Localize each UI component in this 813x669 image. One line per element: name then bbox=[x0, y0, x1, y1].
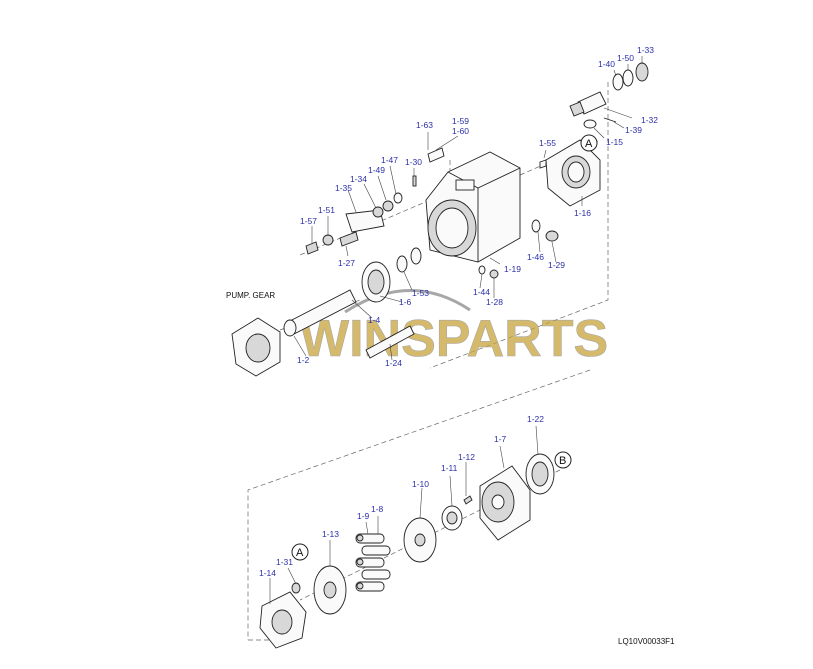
part-ring-1-46 bbox=[531, 219, 541, 233]
label-1-27: 1-27 bbox=[338, 258, 355, 268]
part-pin-1-12 bbox=[463, 495, 473, 505]
label-1-51: 1-51 bbox=[318, 205, 335, 215]
reference-callout-a-top: A bbox=[580, 134, 598, 152]
label-1-11: 1-11 bbox=[441, 463, 458, 473]
part-ring-1-53 bbox=[396, 255, 408, 273]
part-retainer-1-10 bbox=[403, 517, 437, 563]
part-pin-1-39 bbox=[603, 117, 617, 123]
part-bolt-1-27 bbox=[339, 231, 359, 247]
label-1-31: 1-31 bbox=[276, 557, 293, 567]
part-bolt-1-57 bbox=[305, 241, 319, 255]
label-1-53: 1-53 bbox=[412, 288, 429, 298]
watermark-text: WINSPARTS bbox=[300, 310, 608, 368]
label-1-24: 1-24 bbox=[385, 358, 402, 368]
label-1-55: 1-55 bbox=[539, 138, 556, 148]
label-1-16: 1-16 bbox=[574, 208, 591, 218]
part-1-31 bbox=[291, 582, 301, 594]
label-1-46: 1-46 bbox=[527, 252, 544, 262]
part-1-51 bbox=[322, 234, 334, 246]
label-1-32: 1-32 bbox=[641, 115, 658, 125]
label-1-50: 1-50 bbox=[617, 53, 634, 63]
part-labels: 1-33 1-50 1-40 1-32 1-39 1-15 1-55 1-16 … bbox=[259, 45, 658, 578]
part-plug-1-29 bbox=[545, 230, 559, 242]
label-1-19: 1-19 bbox=[504, 264, 521, 274]
part-shaft-1-4 bbox=[283, 289, 357, 337]
label-1-6: 1-6 bbox=[399, 297, 412, 307]
part-1-22 bbox=[525, 453, 555, 495]
part-bearing-1-6 bbox=[361, 261, 391, 303]
part-cylinder-1-7 bbox=[479, 465, 531, 541]
part-1-55 bbox=[539, 159, 547, 169]
label-1-13: 1-13 bbox=[322, 529, 339, 539]
part-ring-1-47 bbox=[393, 192, 403, 204]
lower-assembly bbox=[259, 453, 555, 649]
label-1-49: 1-49 bbox=[368, 165, 385, 175]
part-1-34 bbox=[372, 206, 384, 218]
part-ring-1-40 bbox=[612, 73, 624, 91]
part-housing-1-19 bbox=[425, 151, 521, 263]
part-ring-1-53b bbox=[410, 247, 422, 265]
reference-callout-a-bottom: A bbox=[291, 543, 309, 561]
label-1-4: 1-4 bbox=[368, 315, 381, 325]
label-1-12: 1-12 bbox=[458, 452, 475, 462]
part-1-30 bbox=[412, 175, 417, 187]
label-1-40: 1-40 bbox=[598, 59, 615, 69]
label-1-39: 1-39 bbox=[625, 125, 642, 135]
part-cover-1-16 bbox=[545, 139, 601, 207]
part-1-15 bbox=[583, 119, 597, 129]
ref-a-top-text: A bbox=[585, 138, 593, 150]
part-pistons-1-8 bbox=[355, 533, 391, 592]
part-pump-gear-1-2 bbox=[231, 317, 281, 377]
label-1-15: 1-15 bbox=[606, 137, 623, 147]
part-1-28 bbox=[489, 269, 499, 279]
part-shaft-1-32 bbox=[569, 91, 607, 117]
label-1-10: 1-10 bbox=[412, 479, 429, 489]
label-1-57: 1-57 bbox=[300, 216, 317, 226]
part-ring-1-50 bbox=[622, 69, 634, 87]
part-1-11 bbox=[441, 505, 463, 531]
label-1-59: 1-59 bbox=[452, 116, 469, 126]
label-1-8: 1-8 bbox=[371, 504, 384, 514]
label-1-34: 1-34 bbox=[350, 174, 367, 184]
label-1-47: 1-47 bbox=[381, 155, 398, 165]
reference-callout-b: B bbox=[554, 451, 572, 469]
part-ring-1-33 bbox=[635, 62, 649, 82]
label-1-2: 1-2 bbox=[297, 355, 310, 365]
label-1-30: 1-30 bbox=[405, 157, 422, 167]
upper-assembly bbox=[231, 62, 649, 377]
part-1-14 bbox=[259, 591, 307, 649]
leader-lines bbox=[269, 56, 643, 604]
label-1-33: 1-33 bbox=[637, 45, 654, 55]
part-shaft-1-24 bbox=[365, 325, 415, 359]
part-plate-1-63 bbox=[427, 147, 445, 163]
label-1-60: 1-60 bbox=[452, 126, 469, 136]
pump-gear-label: PUMP. GEAR bbox=[226, 291, 275, 300]
ref-a-bottom-text: A bbox=[296, 547, 304, 559]
label-1-22: 1-22 bbox=[527, 414, 544, 424]
label-1-28: 1-28 bbox=[486, 297, 503, 307]
watermark: WINSPARTS bbox=[300, 289, 608, 368]
label-1-14: 1-14 bbox=[259, 568, 276, 578]
part-swash-plate-1-13 bbox=[313, 565, 347, 615]
ref-b-text: B bbox=[559, 455, 566, 467]
drawing-code: LQ10V00033F1 bbox=[618, 637, 675, 646]
part-1-44 bbox=[478, 265, 486, 275]
label-1-44: 1-44 bbox=[473, 287, 490, 297]
label-1-29: 1-29 bbox=[548, 260, 565, 270]
label-1-7: 1-7 bbox=[494, 434, 507, 444]
label-1-63: 1-63 bbox=[416, 120, 433, 130]
label-1-9: 1-9 bbox=[357, 511, 370, 521]
part-1-49 bbox=[382, 200, 394, 212]
label-1-35: 1-35 bbox=[335, 183, 352, 193]
